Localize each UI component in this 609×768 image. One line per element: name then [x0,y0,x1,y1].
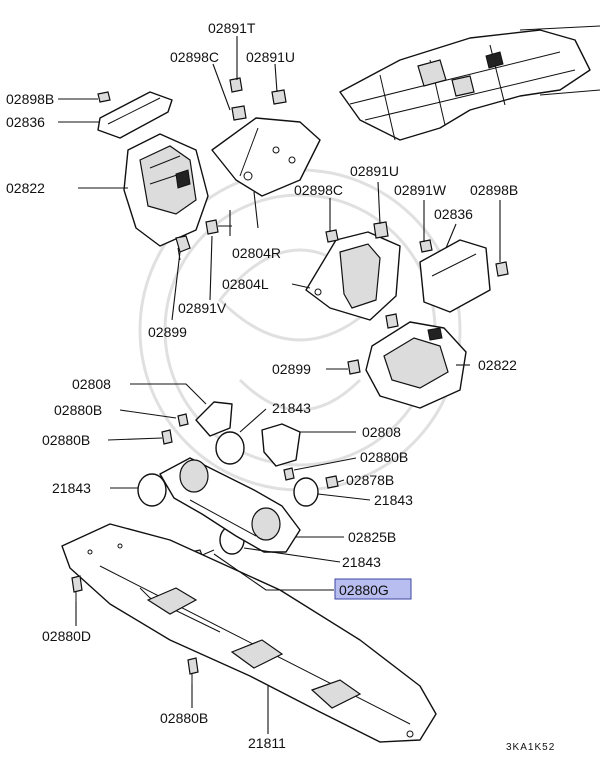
label-21843-right: 21843 [374,492,413,508]
label-21843-bottom: 21843 [342,554,381,570]
label-02804R: 02804R [232,245,281,261]
label-02836-right: 02836 [434,206,473,222]
label-02808-right: 02808 [362,424,401,440]
label-02898B-top: 02898B [6,91,54,107]
label-02899-left: 02899 [148,324,187,340]
engine-mount-bracket-left [305,231,401,321]
label-02880D: 02880D [42,628,91,644]
crossmember-21811 [61,523,437,743]
engine-rear-support-02825B [159,457,301,553]
engine-mount-insulator-left [123,133,209,247]
label-02822-right: 02822 [478,357,517,373]
label-02898C-mid: 02898C [294,182,343,198]
label-21843-top: 21843 [272,400,311,416]
label-02880B-4: 02880B [160,710,208,726]
label-02825B: 02825B [348,529,396,545]
label-02891U-mid: 02891U [350,163,399,179]
label-02898C-top: 02898C [170,49,219,65]
label-21843-left: 21843 [52,480,91,496]
heat-shield-upper-left [97,91,173,139]
label-02878B: 02878B [346,472,394,488]
label-02880G-highlighted[interactable]: 02880G [339,582,389,598]
label-02822-left: 02822 [6,180,45,196]
bolt-02899-mid [347,359,361,375]
label-02804L: 02804L [222,276,269,292]
highlight-box-02880G [334,578,412,600]
callout-labels: 02891T 02898C 02891U 02898B 02836 02822 … [6,20,555,753]
label-02808-left: 02808 [72,376,111,392]
frame-chassis-illustration [339,25,601,141]
label-02880B-1: 02880B [54,402,102,418]
label-02898B-right: 02898B [470,182,518,198]
label-02891U-top: 02891U [246,49,295,65]
crossmember-bolts [71,575,199,684]
label-02891T: 02891T [208,20,256,36]
stopper-brackets [195,401,301,467]
label-02880B-2: 02880B [42,432,90,448]
label-02891W: 02891W [394,182,447,198]
bolts-mid [325,221,509,277]
label-02880B-3: 02880B [360,449,408,465]
engine-mount-bracket-right [211,117,321,197]
heat-shield-right [419,239,491,313]
diagram-code: 3KA1K52 [506,742,555,753]
label-02899-mid: 02899 [272,361,311,377]
leader-lines [58,36,501,734]
label-02891V: 02891V [178,300,227,316]
label-21811: 21811 [248,735,286,751]
nut-02898B-top [97,91,111,103]
engine-mount-insulator-right [365,313,467,409]
label-02836-left: 02836 [6,114,45,130]
